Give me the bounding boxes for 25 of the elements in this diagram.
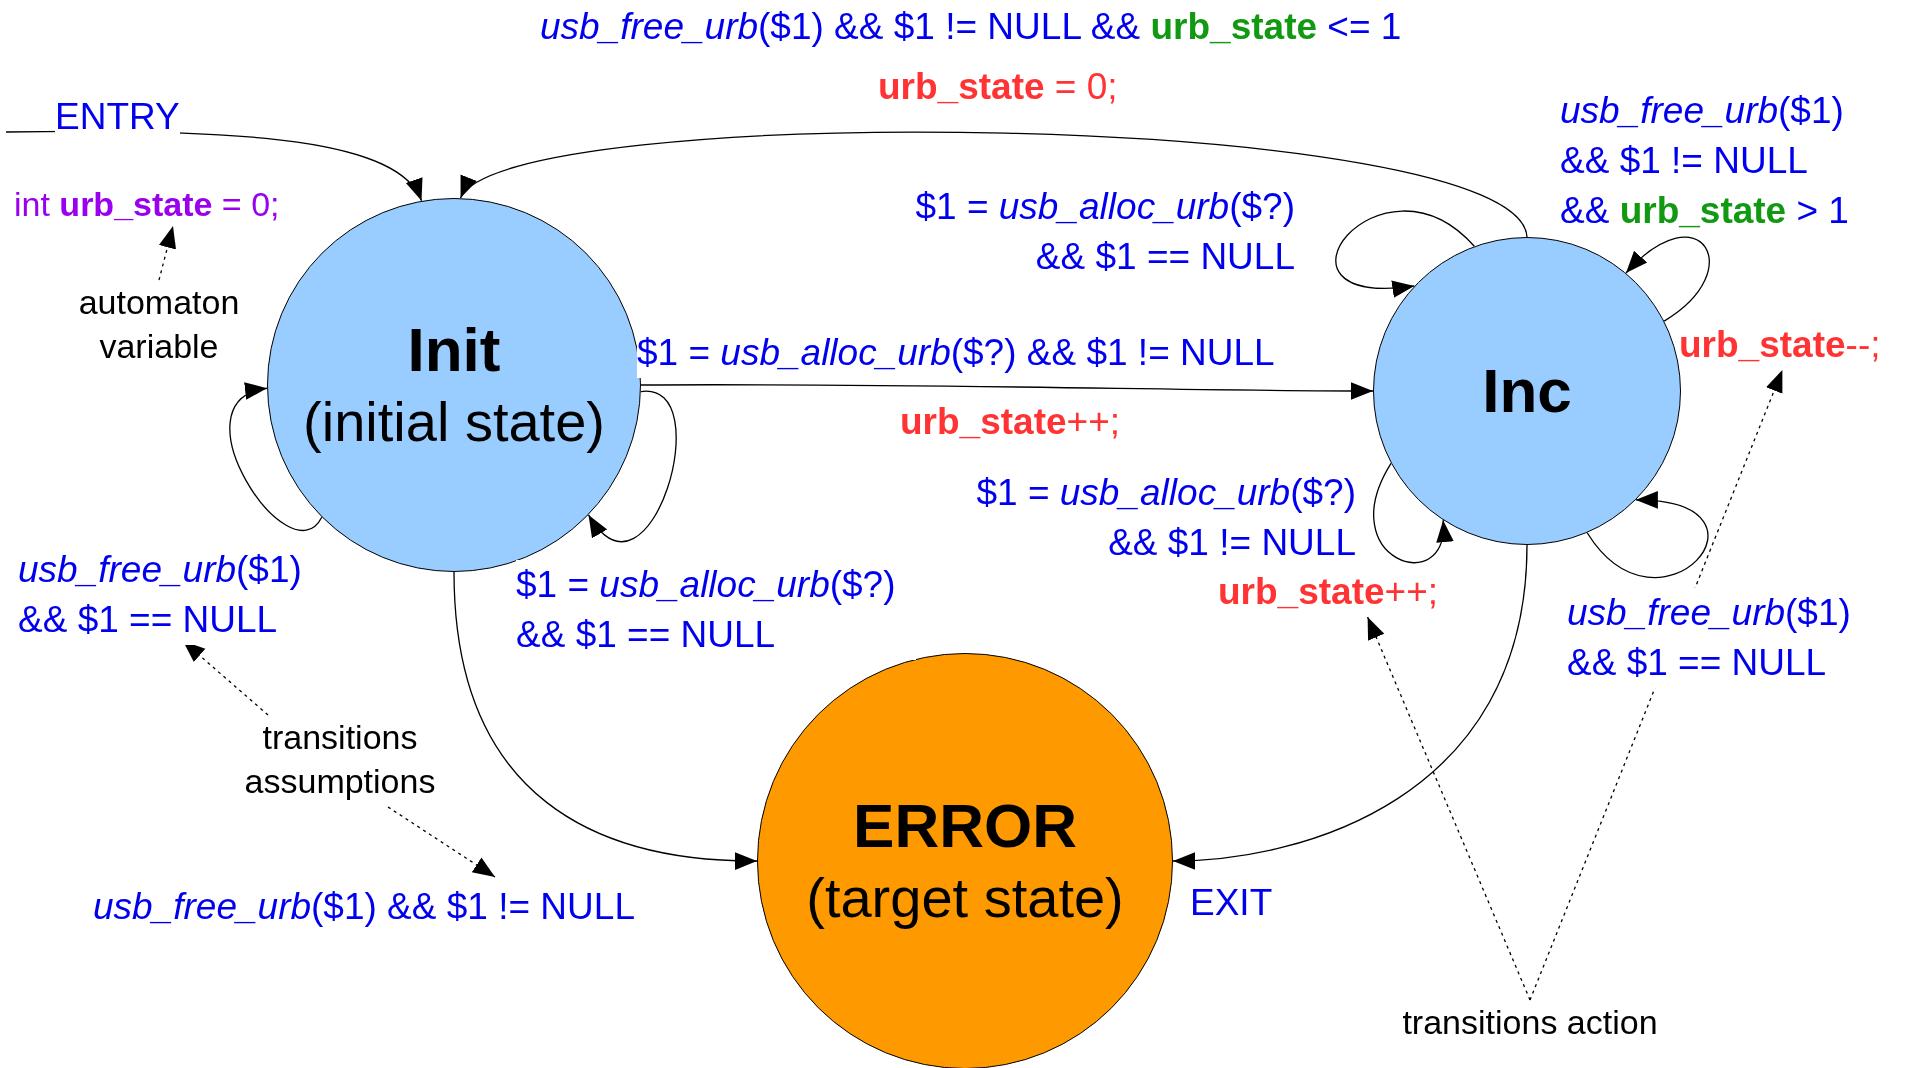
annotation-text: automaton variable	[77, 282, 241, 367]
action-label: urb_state = 0;	[878, 65, 1118, 109]
transition-arrow	[1625, 236, 1710, 322]
transition-arrow	[1335, 210, 1475, 297]
state-name: ERROR	[853, 790, 1077, 862]
leader-line	[1366, 616, 1531, 1001]
annotation-text: int urb_state = 0;	[14, 184, 281, 225]
leader-line	[387, 806, 496, 878]
leader-line	[158, 225, 176, 281]
transition-arrow	[1586, 493, 1709, 578]
state-description: (initial state)	[303, 389, 605, 455]
state-name: Init	[407, 314, 501, 386]
annotation-text: urb_state++;	[1218, 570, 1438, 614]
transition-arrow	[453, 571, 758, 870]
transition-arrow	[587, 390, 677, 543]
state-description: (target state)	[806, 865, 1124, 931]
edge-label: $1 = usb_alloc_urb($?) && $1 == NULL	[516, 560, 916, 660]
transition-arrow	[1172, 544, 1528, 869]
transition-arrow	[1373, 462, 1451, 564]
annotation-text: transitions assumptions	[243, 717, 437, 802]
state-name: Inc	[1482, 355, 1572, 427]
annotation-text: transitions action	[1401, 1002, 1659, 1043]
transition-arrow	[640, 382, 1374, 400]
annotation-text: urb_state--;	[1679, 323, 1882, 367]
action-label: urb_state++;	[900, 400, 1121, 444]
